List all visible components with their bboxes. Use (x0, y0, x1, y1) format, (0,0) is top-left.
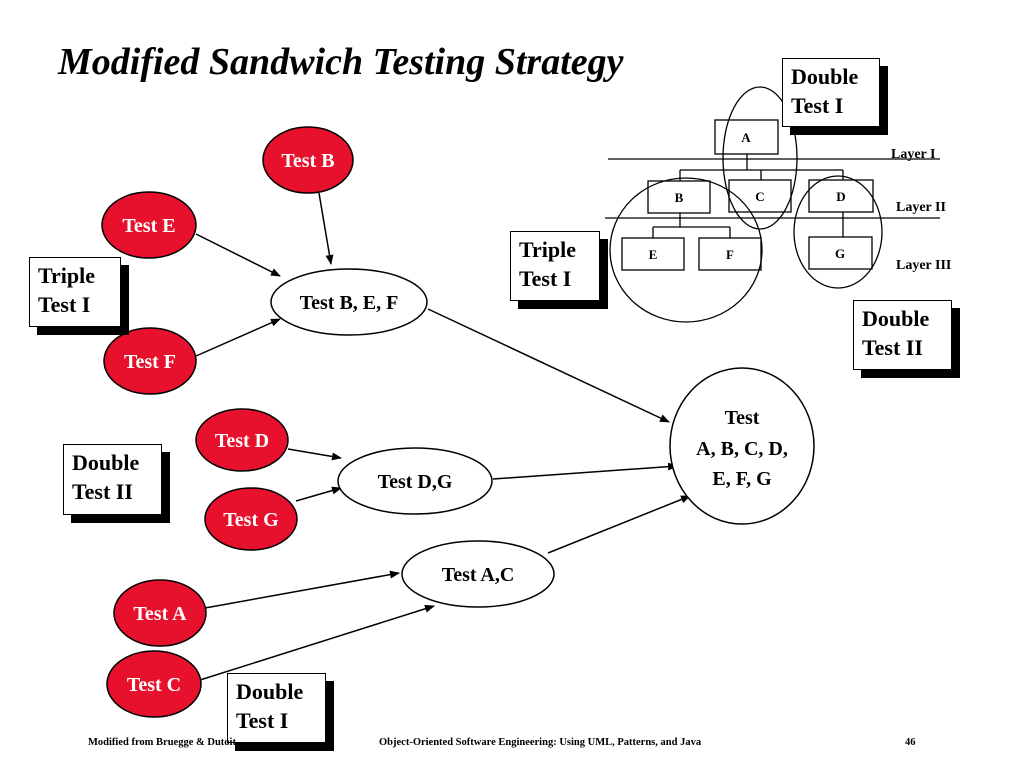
triple-test-i-mid-line1: Triple (519, 237, 577, 262)
test-c-node: Test C (106, 650, 202, 718)
test-ac-label: Test A,C (442, 564, 515, 586)
test-bef-node: Test B, E, F (270, 268, 428, 336)
footer-page-number: 46 (905, 737, 916, 748)
arrow-test-d-to-dg (287, 448, 342, 461)
test-f-node: Test F (103, 327, 197, 395)
test-bef-label: Test B, E, F (300, 292, 399, 314)
grouping-circle-dg (793, 175, 883, 289)
test-c-label: Test C (127, 674, 181, 696)
test-all-line3: E, F, G (712, 468, 772, 490)
module-e-label: E (649, 247, 658, 262)
module-c-label: C (755, 189, 764, 204)
double-test-i-bottom-line2: Test I (236, 708, 289, 733)
arrow-test-f-to-bef (195, 318, 281, 357)
test-b-node: Test B (262, 126, 354, 194)
arrows (195, 192, 691, 681)
footer-source: Modified from Bruegge & Dutoit (88, 737, 236, 748)
layer-labels: Layer I Layer II Layer III (891, 147, 951, 273)
double-test-ii-box-left: Double Test II (63, 444, 162, 515)
module-f-box (698, 237, 762, 271)
double-test-ii-left-line2: Test II (72, 479, 133, 504)
arrow-ac-to-all (547, 495, 691, 554)
test-d-node: Test D (195, 408, 289, 472)
double-test-ii-right-line1: Double (862, 306, 930, 331)
test-b-label: Test B (281, 150, 334, 172)
test-all-line1: Test (725, 407, 760, 429)
test-e-label: Test E (122, 215, 175, 237)
arrow-test-g-to-dg (295, 486, 342, 502)
module-labels: A B C D E F G (649, 130, 846, 262)
test-d-label: Test D (215, 430, 269, 452)
triple-test-i-box-mid: Triple Test I (510, 231, 600, 301)
module-d-label: D (836, 189, 845, 204)
layer-3-label: Layer III (896, 258, 951, 273)
double-test-ii-left-line1: Double (72, 450, 140, 475)
module-hierarchy (605, 86, 940, 323)
test-ac-node: Test A,C (401, 540, 555, 608)
arrow-test-e-to-bef (195, 233, 281, 277)
module-e-box (621, 237, 685, 271)
test-dg-label: Test D,G (378, 471, 453, 493)
test-dg-node: Test D,G (337, 447, 493, 515)
test-f-label: Test F (124, 351, 176, 373)
double-test-i-top-line1: Double (791, 64, 859, 89)
test-g-label: Test G (223, 509, 279, 531)
arrow-test-b-to-bef (318, 192, 334, 265)
arrow-test-a-to-ac (204, 570, 400, 609)
triple-test-i-left-line2: Test I (38, 292, 91, 317)
module-a-box (714, 119, 779, 155)
slide-title: Modified Sandwich Testing Strategy (58, 41, 624, 83)
test-a-node: Test A (113, 579, 207, 647)
module-f-label: F (726, 247, 734, 262)
double-test-i-top-line2: Test I (791, 93, 844, 118)
layer-2-label: Layer II (896, 200, 946, 215)
triple-test-i-left-line1: Triple (38, 263, 96, 288)
double-test-i-box-top: Double Test I (782, 58, 880, 127)
module-g-label: G (835, 246, 845, 261)
test-all-line2: A, B, C, D, (696, 438, 788, 460)
test-a-label: Test A (133, 603, 187, 625)
double-test-i-bottom-line1: Double (236, 679, 304, 704)
double-test-ii-box-right: Double Test II (853, 300, 952, 370)
test-all-node: Test A, B, C, D, E, F, G (669, 367, 815, 525)
double-test-i-box-bottom: Double Test I (227, 673, 326, 743)
footer-book-title: Object-Oriented Software Engineering: Us… (379, 737, 702, 748)
module-a-label: A (741, 130, 751, 145)
test-g-node: Test G (204, 487, 298, 551)
arrow-dg-to-all (492, 462, 678, 480)
arrow-test-c-to-ac (199, 604, 435, 681)
triple-test-i-mid-line2: Test I (519, 266, 572, 291)
grouping-circle-ac (722, 86, 798, 230)
module-b-label: B (675, 190, 684, 205)
triple-test-i-box-left: Triple Test I (29, 257, 121, 327)
double-test-ii-right-line2: Test II (862, 335, 923, 360)
module-b-box (647, 180, 711, 214)
module-g-box (808, 236, 873, 270)
arrow-bef-to-all (427, 308, 670, 423)
layer-1-label: Layer I (891, 147, 935, 162)
grouping-circle-bef (609, 177, 763, 323)
test-e-node: Test E (101, 191, 197, 259)
